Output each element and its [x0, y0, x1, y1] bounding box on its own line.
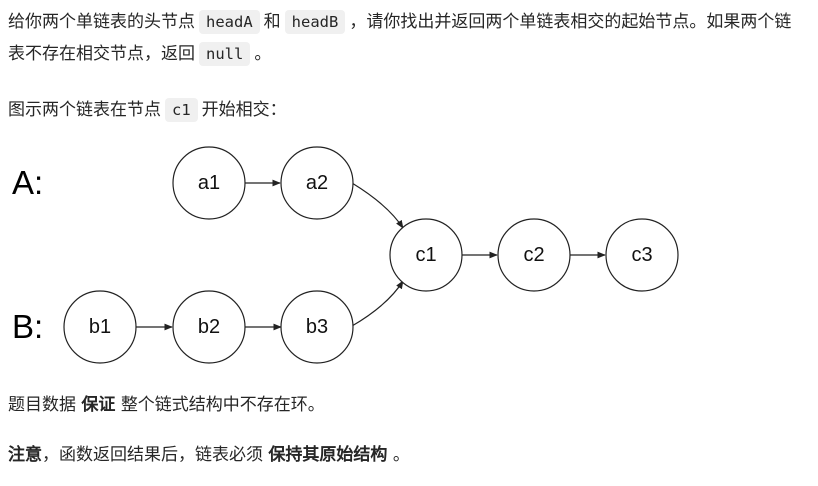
node-c3-label: c3: [631, 244, 652, 266]
description-text-2: 和: [263, 12, 281, 32]
code-headb: headB: [284, 10, 346, 34]
node-a2-label: a2: [306, 172, 328, 194]
edge-b3-c1: [351, 280, 404, 327]
code-c1: c1: [165, 98, 198, 122]
list-a-label: A:: [12, 164, 43, 201]
node-b2: b2: [172, 290, 246, 364]
caption-text-1: 图示两个链表在节点: [8, 100, 161, 120]
node-c1-label: c1: [415, 244, 436, 266]
description-text-3: ，请你找出并返回两个单链表相交的起始节点。如果两个链表不存在相交节点，返回: [8, 12, 792, 64]
node-b2-label: b2: [198, 316, 220, 338]
note-bold-label: 注意: [8, 445, 42, 465]
node-a2: a2: [280, 146, 354, 220]
node-b1: b1: [63, 290, 137, 364]
node-c2: c2: [497, 218, 571, 292]
note-bold-structure: 保持其原始结构: [268, 445, 388, 465]
guarantee-text-2: 整个链式结构中不存在环。: [120, 395, 325, 415]
list-b-label: B:: [12, 308, 43, 345]
node-c3: c3: [605, 218, 679, 292]
node-a1-label: a1: [198, 172, 220, 194]
edge-a2-c1: [351, 182, 404, 229]
code-null: null: [199, 42, 251, 66]
note-text-1: ，函数返回结果后，链表必须: [42, 445, 263, 465]
node-a1: a1: [172, 146, 246, 220]
caption-text-2: 开始相交：: [201, 100, 287, 120]
node-b3-label: b3: [306, 316, 328, 338]
note-text-2: 。: [392, 445, 410, 465]
description-text-4: 。: [254, 44, 272, 64]
node-c1: c1: [389, 218, 463, 292]
guarantee-bold: 保证: [81, 395, 116, 415]
description-text-1: 给你两个单链表的头节点: [8, 12, 195, 32]
node-c2-label: c2: [523, 244, 544, 266]
node-b3: b3: [280, 290, 354, 364]
guarantee-text-1: 题目数据: [8, 395, 76, 415]
guarantee-text: 题目数据 保证 整个链式结构中不存在环。: [8, 389, 325, 421]
note-text: 注意，函数返回结果后，链表必须 保持其原始结构 。: [8, 439, 410, 471]
code-heada: headA: [199, 10, 260, 34]
node-b1-label: b1: [89, 316, 111, 338]
